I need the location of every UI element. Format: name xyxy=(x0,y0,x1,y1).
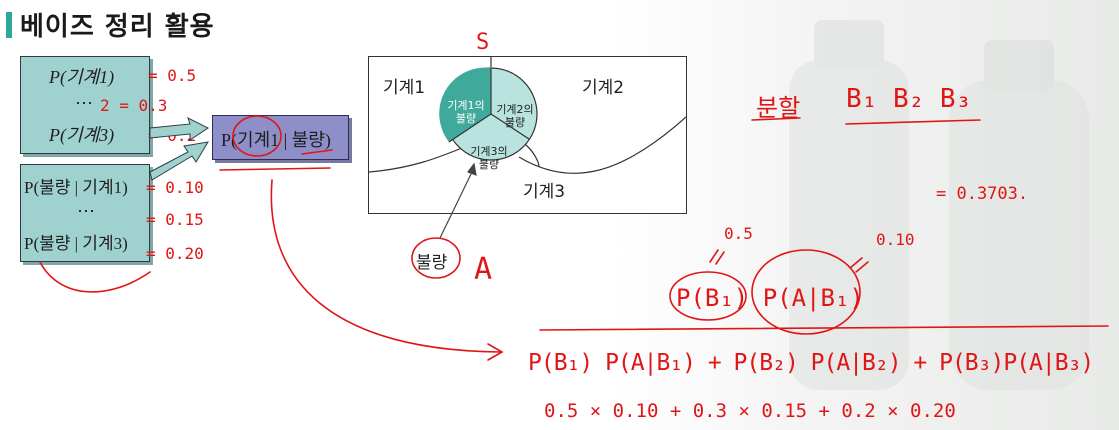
machine1-defect-region xyxy=(439,67,491,142)
title-accent-bar xyxy=(6,11,12,38)
ink-curve-arrow xyxy=(270,179,501,353)
hand-calc: 0.5 × 0.10 + 0.3 × 0.15 + 0.2 × 0.20 xyxy=(544,400,956,422)
ink-fraction-line xyxy=(539,325,1109,331)
hand-d2: = 0.15 xyxy=(146,210,204,229)
arrow-defect-to-formula xyxy=(149,141,209,181)
ink-underline-defect xyxy=(301,149,333,155)
hand-denominator: P(B₁) P(A|B₁) + P(B₂) P(A|B₂) + P(B₃)P(A… xyxy=(528,350,1094,376)
venn-label-machine1: 기계1 xyxy=(383,78,426,98)
machine-prior-box: P(기계1) ⋯ P(기계3) xyxy=(20,56,150,154)
formula-text: P(기계1 | 불량) xyxy=(221,130,331,150)
cond-machine1: P(불량 | 기계1) xyxy=(24,178,128,197)
ink-underline-partition xyxy=(751,117,801,121)
hand-d3: = 0.20 xyxy=(146,244,204,263)
prior-dots: ⋯ xyxy=(75,93,93,113)
defect-label: 불량 xyxy=(416,253,448,273)
hand-m1: = 0.5 xyxy=(148,66,197,85)
ink-underline-B xyxy=(845,119,981,125)
venn-label-machine2: 기계2 xyxy=(582,78,625,98)
hand-d1: = 0.10 xyxy=(146,178,204,197)
ink-circle-machine1 xyxy=(232,115,282,157)
background-jars-image xyxy=(789,20,1089,390)
prior-machine1: P(기계1) xyxy=(49,67,115,87)
venn-label-c1: 기계1의 불량 xyxy=(447,99,485,125)
arrow-machine-to-formula xyxy=(149,117,209,141)
ink-circle-defect xyxy=(411,237,461,279)
page-title: 베이즈 정리 활용 xyxy=(6,6,215,43)
venn-label-c3: 기계3의 불량 xyxy=(470,145,508,171)
ink-arc-left xyxy=(39,261,151,293)
hand-p05: 0.5 xyxy=(724,224,753,243)
hand-m2: 2 = 0.3 xyxy=(100,96,168,115)
arrow-defect-to-venn xyxy=(439,171,473,239)
hand-A: A xyxy=(474,252,493,287)
hand-S: S xyxy=(476,30,490,55)
venn-label-c2: 기계2의 불량 xyxy=(496,103,534,129)
cond-machine3: P(불량 | 기계3) xyxy=(24,234,128,253)
ink-circle-PAB1 xyxy=(751,249,861,335)
venn-svg xyxy=(369,57,686,174)
hand-partition: 분할 xyxy=(756,94,801,122)
hand-B: B₁ B₂ B₃ xyxy=(846,84,972,114)
hand-p010: 0.10 xyxy=(876,230,915,249)
cond-dots: ⋯ xyxy=(77,201,95,221)
venn-diagram: 기계1 기계2 기계3 기계1의 불량 기계2의 불량 기계3의 불량 xyxy=(368,56,687,214)
venn-label-machine3: 기계3 xyxy=(523,182,566,202)
prior-machine3: P(기계3) xyxy=(49,125,115,145)
hand-numerator: P(B₁) P(A|B₁) xyxy=(676,284,864,312)
hand-result: = 0.3703. xyxy=(936,184,1029,204)
defect-conditional-box: P(불량 | 기계1) ⋯ P(불량 | 기계3) xyxy=(20,164,150,262)
title-text: 베이즈 정리 활용 xyxy=(20,12,215,42)
ink-underline-formula xyxy=(219,167,331,171)
ink-circle-PB1 xyxy=(669,271,747,321)
